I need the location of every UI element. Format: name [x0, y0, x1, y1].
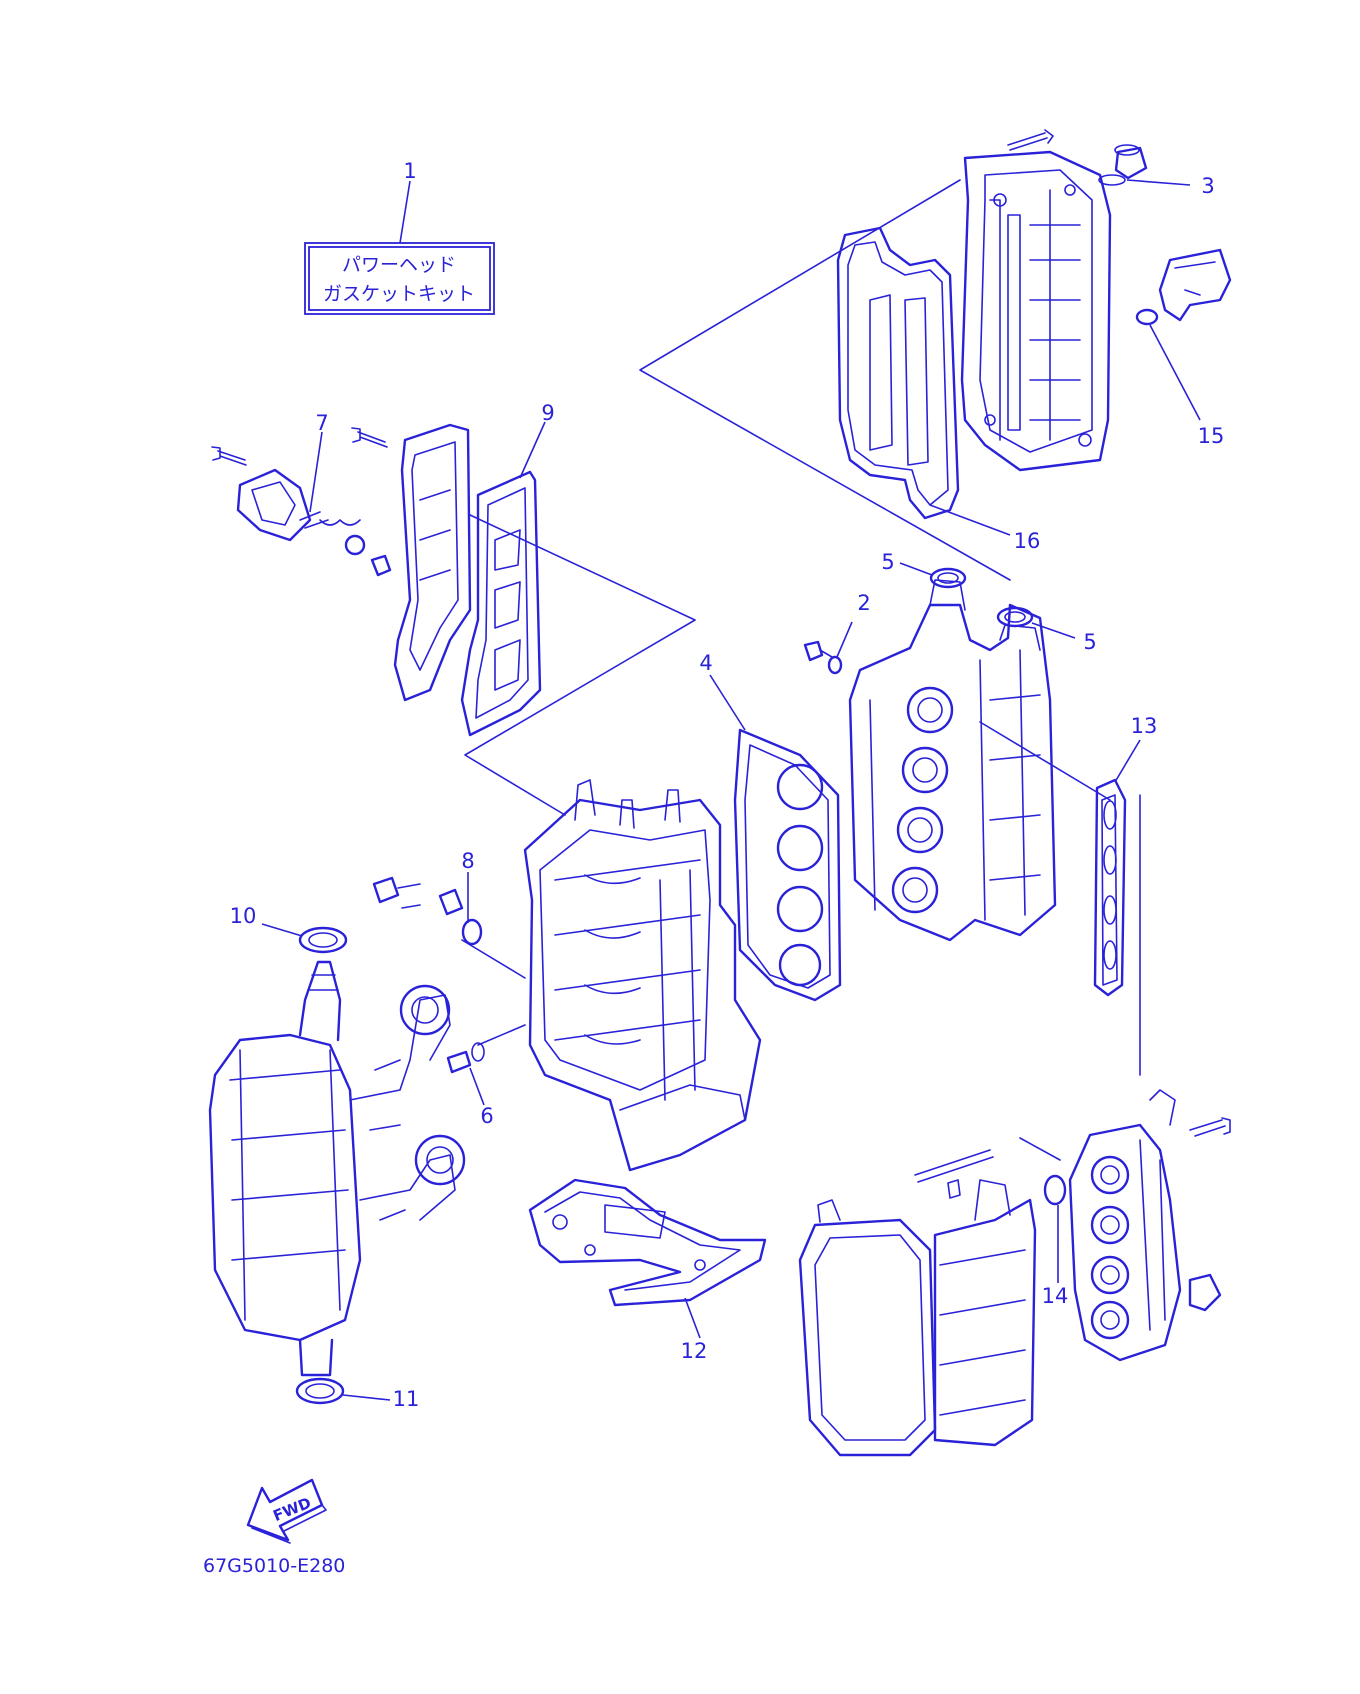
callout-4: 4 [699, 651, 712, 675]
oil-seal-11 [295, 1377, 345, 1405]
drain-plug-6 [446, 1024, 526, 1074]
callout-1: 1 [403, 159, 416, 183]
gasket-kit-label-box: パワーヘッド ガスケットキット [304, 242, 495, 315]
cover-guide-line [639, 179, 1011, 581]
callout-13: 13 [1131, 714, 1158, 738]
cylinder-head-cover [960, 150, 1112, 472]
callout-3: 3 [1201, 174, 1214, 198]
exhaust-manifold-gasket [528, 1178, 767, 1307]
leader-9 [519, 421, 546, 479]
oil-control-valve [1135, 248, 1232, 326]
cylinder-head-cover-gasket [836, 226, 960, 520]
callout-7: 7 [315, 411, 328, 435]
intake-manifold-gasket [1093, 778, 1127, 997]
callout-11: 11 [393, 1387, 420, 1411]
intake-manifold [914, 1149, 1037, 1447]
callout-14: 14 [1042, 1284, 1069, 1308]
callout-5-right: 5 [1083, 630, 1096, 654]
cover-bolt [1007, 129, 1054, 151]
kit-label-line1: パワーヘッド [342, 254, 456, 276]
cylinder-block [523, 779, 762, 1172]
callout-5-left: 5 [881, 550, 894, 574]
leader-7 [309, 431, 323, 513]
callout-15: 15 [1198, 424, 1225, 448]
drawing-code: 67G5010-E280 [203, 1555, 345, 1577]
oil-seal-5-right [996, 606, 1034, 628]
exhaust-guide-line [464, 514, 696, 816]
leader-3 [1126, 179, 1191, 186]
forward-direction-arrow: FWD [246, 1478, 327, 1544]
callout-2: 2 [857, 591, 870, 615]
leader-5b [1031, 622, 1076, 639]
oil-filler-cap [1098, 144, 1148, 186]
thermostat-assembly [211, 446, 392, 577]
leader-15 [1149, 324, 1201, 421]
callout-8: 8 [461, 849, 474, 873]
callout-10: 10 [230, 904, 257, 928]
cylinder-head [848, 579, 1057, 942]
callout-9: 9 [541, 401, 554, 425]
leader-11 [342, 1394, 391, 1401]
o-ring-14 [1043, 1174, 1067, 1206]
leader-13 [1114, 739, 1141, 783]
intake-guide-line [979, 721, 1141, 1076]
leader-12 [684, 1297, 701, 1339]
temperature-sensor-8 [372, 876, 526, 979]
leader-16 [929, 504, 1011, 536]
leader-1 [399, 180, 411, 244]
leader-2 [836, 621, 853, 658]
crankcase-assembly [208, 960, 466, 1377]
head-bolt-2 [803, 640, 843, 675]
cylinder-head-gasket [733, 728, 842, 1002]
leader-5a [899, 562, 933, 576]
kit-label-line2: ガスケットキット [323, 283, 475, 305]
callout-6: 6 [480, 1104, 493, 1128]
exhaust-cover-gasket [460, 470, 542, 737]
intake-silencer [798, 1199, 937, 1457]
leader-4 [709, 674, 746, 731]
oil-seal-10 [298, 926, 348, 954]
leader-10 [261, 923, 303, 937]
manifold-guide-line [1019, 1137, 1061, 1161]
exhaust-cover [351, 423, 472, 702]
oil-seal-5-left [929, 567, 967, 589]
callout-16: 16 [1014, 529, 1041, 553]
throttle-body-assembly [1068, 1089, 1231, 1362]
leader-6 [469, 1067, 485, 1106]
callout-12: 12 [681, 1339, 708, 1363]
